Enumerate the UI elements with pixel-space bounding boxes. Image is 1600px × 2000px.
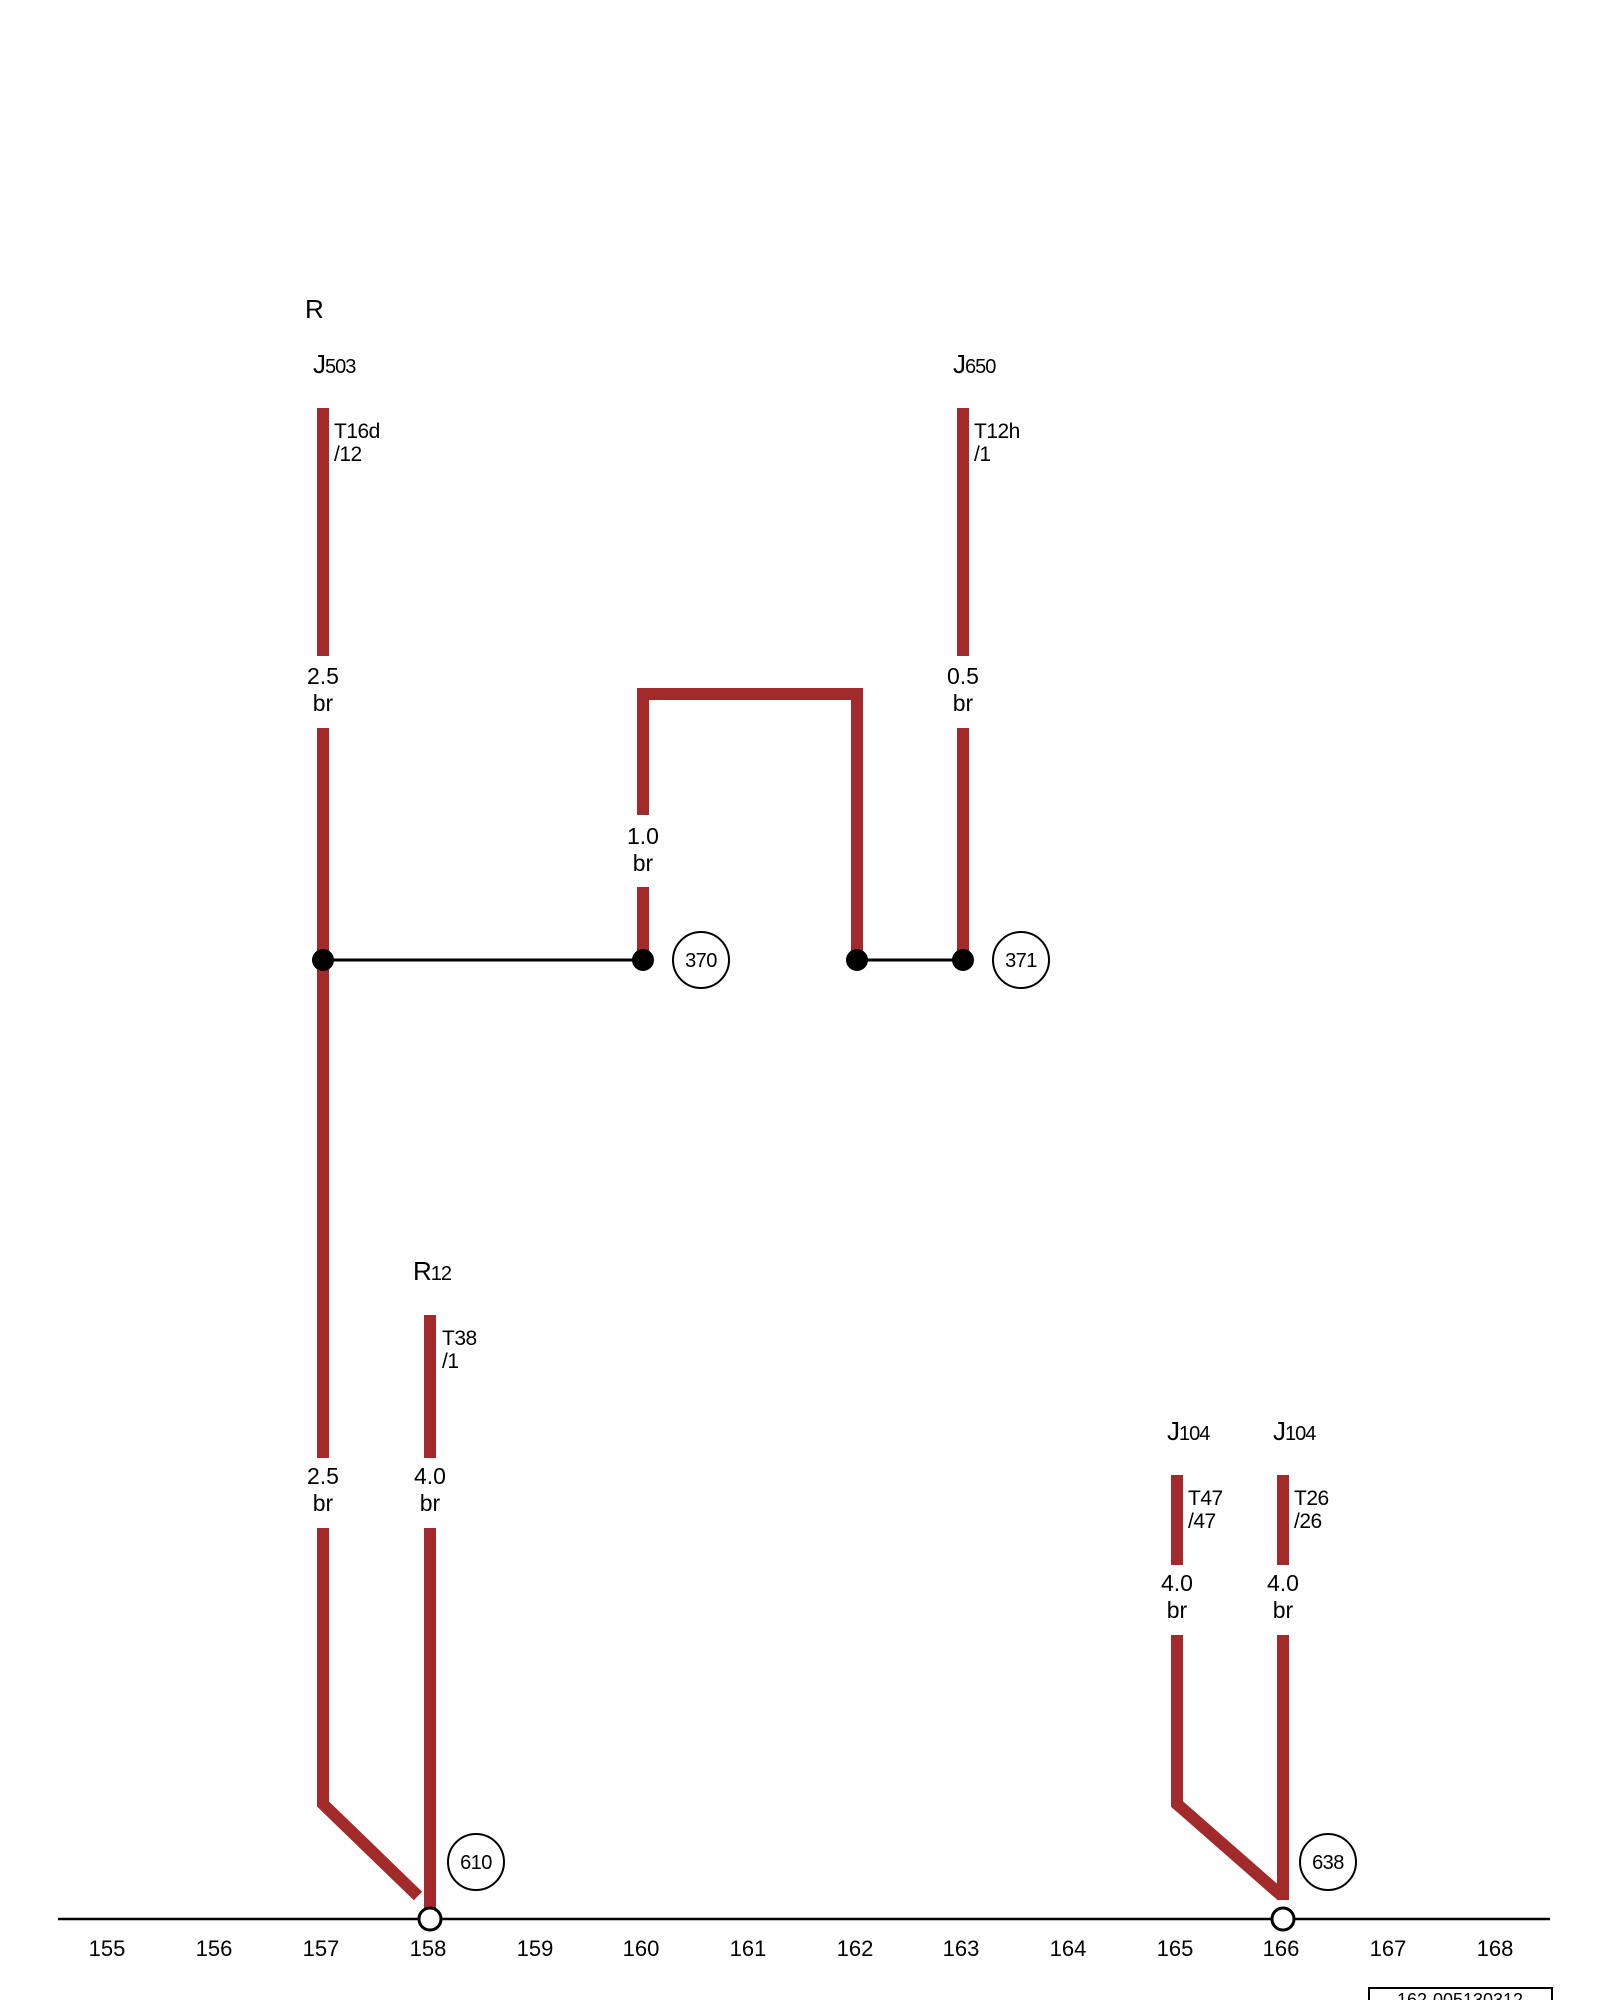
component-j503: J503 T16d /12 bbox=[313, 349, 380, 466]
junction-dot bbox=[632, 949, 654, 971]
axis-number: 167 bbox=[1370, 1936, 1407, 1961]
svg-text:/12: /12 bbox=[334, 443, 362, 466]
svg-text:370: 370 bbox=[685, 950, 717, 972]
wire-loop bbox=[637, 688, 863, 960]
axis-number: 155 bbox=[89, 1936, 126, 1961]
axis-number: 156 bbox=[196, 1936, 233, 1961]
svg-text:T47: T47 bbox=[1188, 1487, 1223, 1510]
axis-number: 168 bbox=[1477, 1936, 1514, 1961]
svg-text:T38: T38 bbox=[442, 1327, 477, 1350]
document-id: 162-005130312 bbox=[1368, 1987, 1553, 2000]
axis-number: 163 bbox=[943, 1936, 980, 1961]
svg-text:J650: J650 bbox=[953, 349, 996, 379]
axis-number: 160 bbox=[623, 1936, 660, 1961]
wire-label-size: 0.5 bbox=[947, 663, 979, 689]
ref-circle-371: 371 bbox=[992, 931, 1050, 989]
ref-circle-370: 370 bbox=[672, 931, 730, 989]
wire-label-color: br bbox=[1167, 1597, 1188, 1623]
junction-dot bbox=[952, 949, 974, 971]
wire-label-size: 4.0 bbox=[1161, 1570, 1193, 1596]
svg-text:/47: /47 bbox=[1188, 1510, 1216, 1533]
component-r12: R12 T38 /1 bbox=[413, 1256, 477, 1373]
svg-text:638: 638 bbox=[1312, 1852, 1344, 1874]
axis-number: 161 bbox=[730, 1936, 767, 1961]
component-j104-b: J104 T26 /26 bbox=[1273, 1416, 1329, 1533]
ref-circle-638: 638 bbox=[1299, 1833, 1357, 1891]
axis-number: 157 bbox=[303, 1936, 340, 1961]
svg-text:T16d: T16d bbox=[334, 420, 380, 443]
wire-label-color: br bbox=[633, 850, 654, 876]
wire-j104a-down bbox=[1171, 1635, 1286, 1901]
wire-j503-to-ground bbox=[317, 1528, 423, 1901]
svg-text:J104: J104 bbox=[1167, 1416, 1210, 1446]
axis-number: 164 bbox=[1050, 1936, 1087, 1961]
svg-text:J503: J503 bbox=[313, 349, 356, 379]
wire-label-size: 4.0 bbox=[1267, 1570, 1299, 1596]
axis-number: 166 bbox=[1263, 1936, 1300, 1961]
svg-text:610: 610 bbox=[460, 1852, 492, 1874]
diagram-header-label: R bbox=[305, 294, 324, 324]
wire-label-color: br bbox=[953, 690, 974, 716]
svg-text:162-005130312: 162-005130312 bbox=[1397, 1990, 1523, 2000]
wire-label-color: br bbox=[313, 690, 334, 716]
axis-number: 162 bbox=[837, 1936, 874, 1961]
svg-text:/1: /1 bbox=[974, 443, 991, 466]
svg-text:371: 371 bbox=[1005, 950, 1037, 972]
wire-label-size: 2.5 bbox=[307, 663, 339, 689]
axis-number: 165 bbox=[1157, 1936, 1194, 1961]
component-j104-a: J104 T47 /47 bbox=[1167, 1416, 1223, 1533]
ref-circle-610: 610 bbox=[447, 1833, 505, 1891]
svg-text:/26: /26 bbox=[1294, 1510, 1322, 1533]
axis-number: 159 bbox=[517, 1936, 554, 1961]
junction-dot bbox=[846, 949, 868, 971]
junction-dot bbox=[312, 949, 334, 971]
svg-text:J104: J104 bbox=[1273, 1416, 1316, 1446]
ground-point bbox=[417, 1906, 443, 1932]
wire-label-color: br bbox=[1273, 1597, 1294, 1623]
wire-label-color: br bbox=[313, 1490, 334, 1516]
wire-label-size: 2.5 bbox=[307, 1463, 339, 1489]
svg-text:T12h: T12h bbox=[974, 420, 1020, 443]
axis-number: 158 bbox=[410, 1936, 447, 1961]
svg-text:R12: R12 bbox=[413, 1256, 452, 1286]
wire-label-size: 1.0 bbox=[627, 823, 659, 849]
wire-label-size: 4.0 bbox=[414, 1463, 446, 1489]
svg-text:/1: /1 bbox=[442, 1350, 459, 1373]
ground-point bbox=[1270, 1906, 1296, 1932]
svg-text:T26: T26 bbox=[1294, 1487, 1329, 1510]
wire-label-color: br bbox=[420, 1490, 441, 1516]
component-j650: J650 T12h /1 bbox=[953, 349, 1020, 466]
